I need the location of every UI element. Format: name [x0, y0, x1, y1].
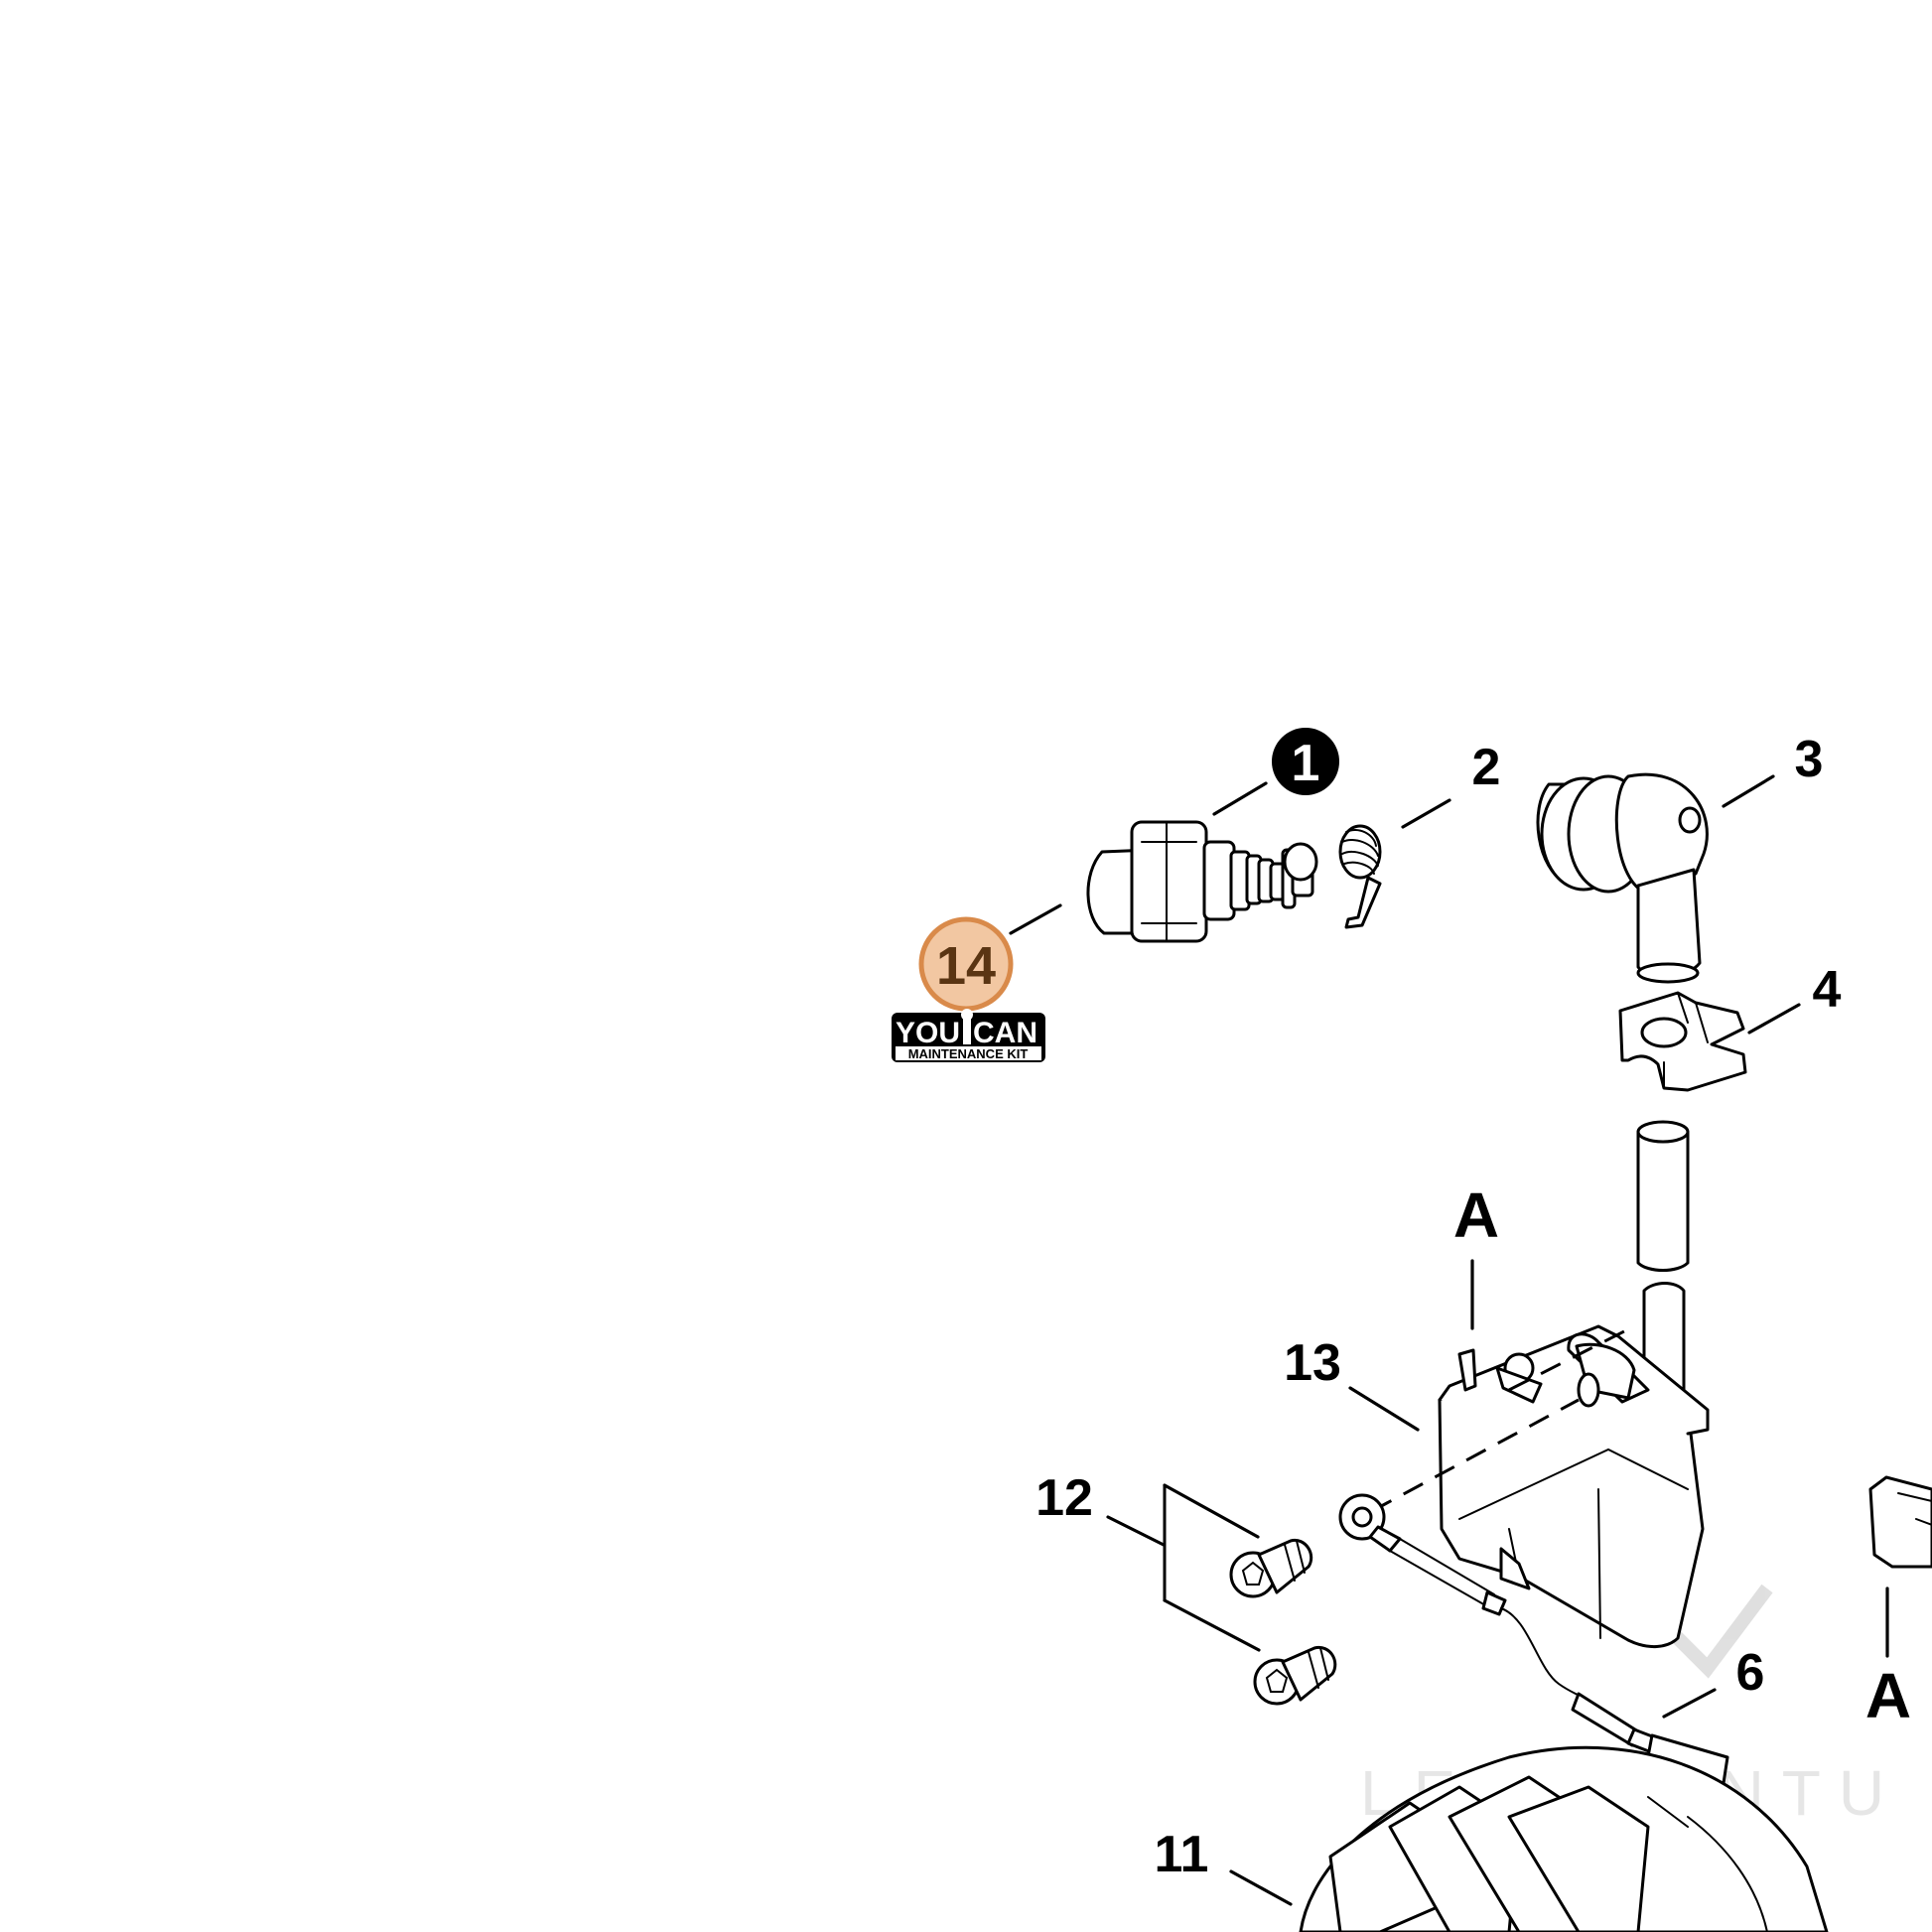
plug-boot-part: [1536, 772, 1709, 984]
callout-2: 2: [1472, 739, 1501, 796]
callout-11: 11: [1155, 1826, 1209, 1883]
svg-text:1: 1: [1292, 735, 1320, 792]
leader-line-13: [1348, 1386, 1420, 1432]
svg-text:14: 14: [936, 936, 996, 996]
callout-6: 6: [1736, 1644, 1765, 1702]
callout-a-top: A: [1453, 1179, 1499, 1251]
callout-14: 14: [918, 916, 1014, 1012]
screws-part: [1163, 1483, 1337, 1706]
leader-line-11: [1229, 1869, 1293, 1906]
callout-a-right: A: [1865, 1660, 1911, 1731]
svg-text:YOU: YOU: [896, 1017, 960, 1049]
leader-line-14: [1009, 903, 1062, 935]
leader-line-4: [1747, 1003, 1801, 1035]
flywheel-part: [1299, 1745, 1829, 1932]
edge-partial-part: [1868, 1475, 1932, 1569]
assembly-dashed-line-upper: [1508, 1328, 1627, 1392]
leader-line-1: [1212, 781, 1268, 816]
callout-4: 4: [1813, 961, 1842, 1019]
callout-1: 1: [1272, 728, 1339, 795]
you-can-badge: YOU CAN MAINTENANCE KIT: [892, 1009, 1045, 1062]
leader-line-12: [1106, 1515, 1166, 1547]
callout-3: 3: [1795, 731, 1824, 788]
leader-line-6: [1662, 1688, 1717, 1719]
leader-line-2: [1401, 798, 1451, 829]
spring-part: [1338, 824, 1382, 929]
svg-text:CAN: CAN: [973, 1017, 1037, 1049]
clip-part: [1618, 991, 1747, 1092]
callout-12: 12: [1035, 1469, 1093, 1527]
wrench-icon: [961, 1009, 973, 1044]
callout-13: 13: [1284, 1334, 1341, 1392]
spark-plug-part: [1086, 820, 1318, 943]
ignition-module-part: [1438, 1324, 1710, 1648]
assembly-dashed-line-lower: [1371, 1398, 1580, 1513]
leader-line-3: [1722, 774, 1775, 808]
svg-text:MAINTENANCE KIT: MAINTENANCE KIT: [908, 1046, 1029, 1061]
